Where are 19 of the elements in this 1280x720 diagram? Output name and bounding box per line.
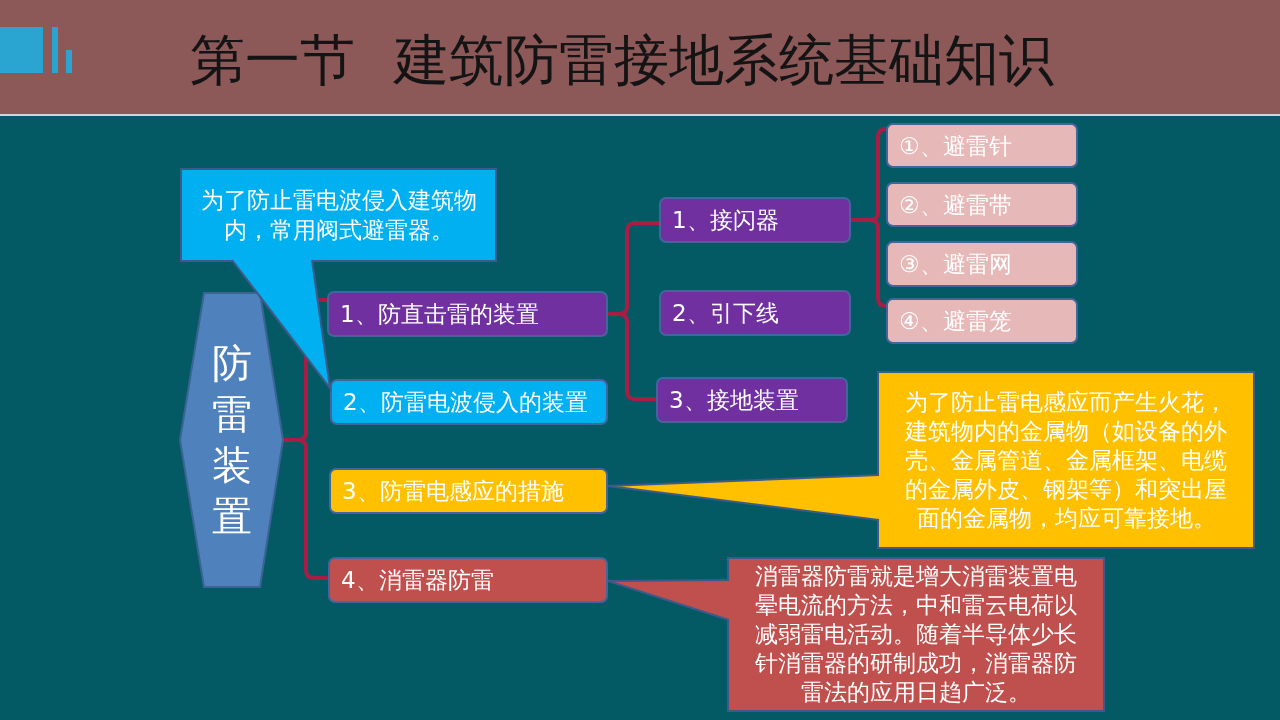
callout-pointer <box>231 259 332 392</box>
callout-box: 消雷器防雷就是增大消雷装置电晕电流的方法，中和雷云电荷以减弱雷电活动。随着半导体少长针消雷器的研制成功，消雷器防雷法的应用日趋广泛。 <box>727 557 1105 712</box>
title: 第一节 建筑防雷接地系统基础知识 <box>190 28 1055 92</box>
sub-item-box: 3、接地装置 <box>656 377 848 423</box>
item-box: 3、防雷电感应的措施 <box>329 468 608 514</box>
callout-box: 为了防止雷电感应而产生火花，建筑物内的金属物（如设备的外壳、金属管道、金属框架、电缆的金属外皮、钢架等）和突出屋面的金属物，均应可靠接地。 <box>877 371 1255 549</box>
leaf-box: ①、避雷针 <box>886 123 1078 168</box>
leaf-box: ②、避雷带 <box>886 182 1078 227</box>
callout-pointer <box>607 579 730 621</box>
brace-connector <box>849 127 888 308</box>
sub-item-box: 2、引下线 <box>659 290 851 336</box>
leaf-box: ④、避雷笼 <box>886 298 1078 344</box>
leaf-box: ③、避雷网 <box>886 241 1078 287</box>
sub-item-box: 1、接闪器 <box>659 197 851 243</box>
item-box: 1、防直击雷的装置 <box>327 291 608 337</box>
item-box: 2、防雷电波侵入的装置 <box>330 379 608 425</box>
brace-connector <box>606 221 661 401</box>
callout-pointer <box>607 474 880 521</box>
hexagon-node: 防雷装置 <box>178 292 285 588</box>
